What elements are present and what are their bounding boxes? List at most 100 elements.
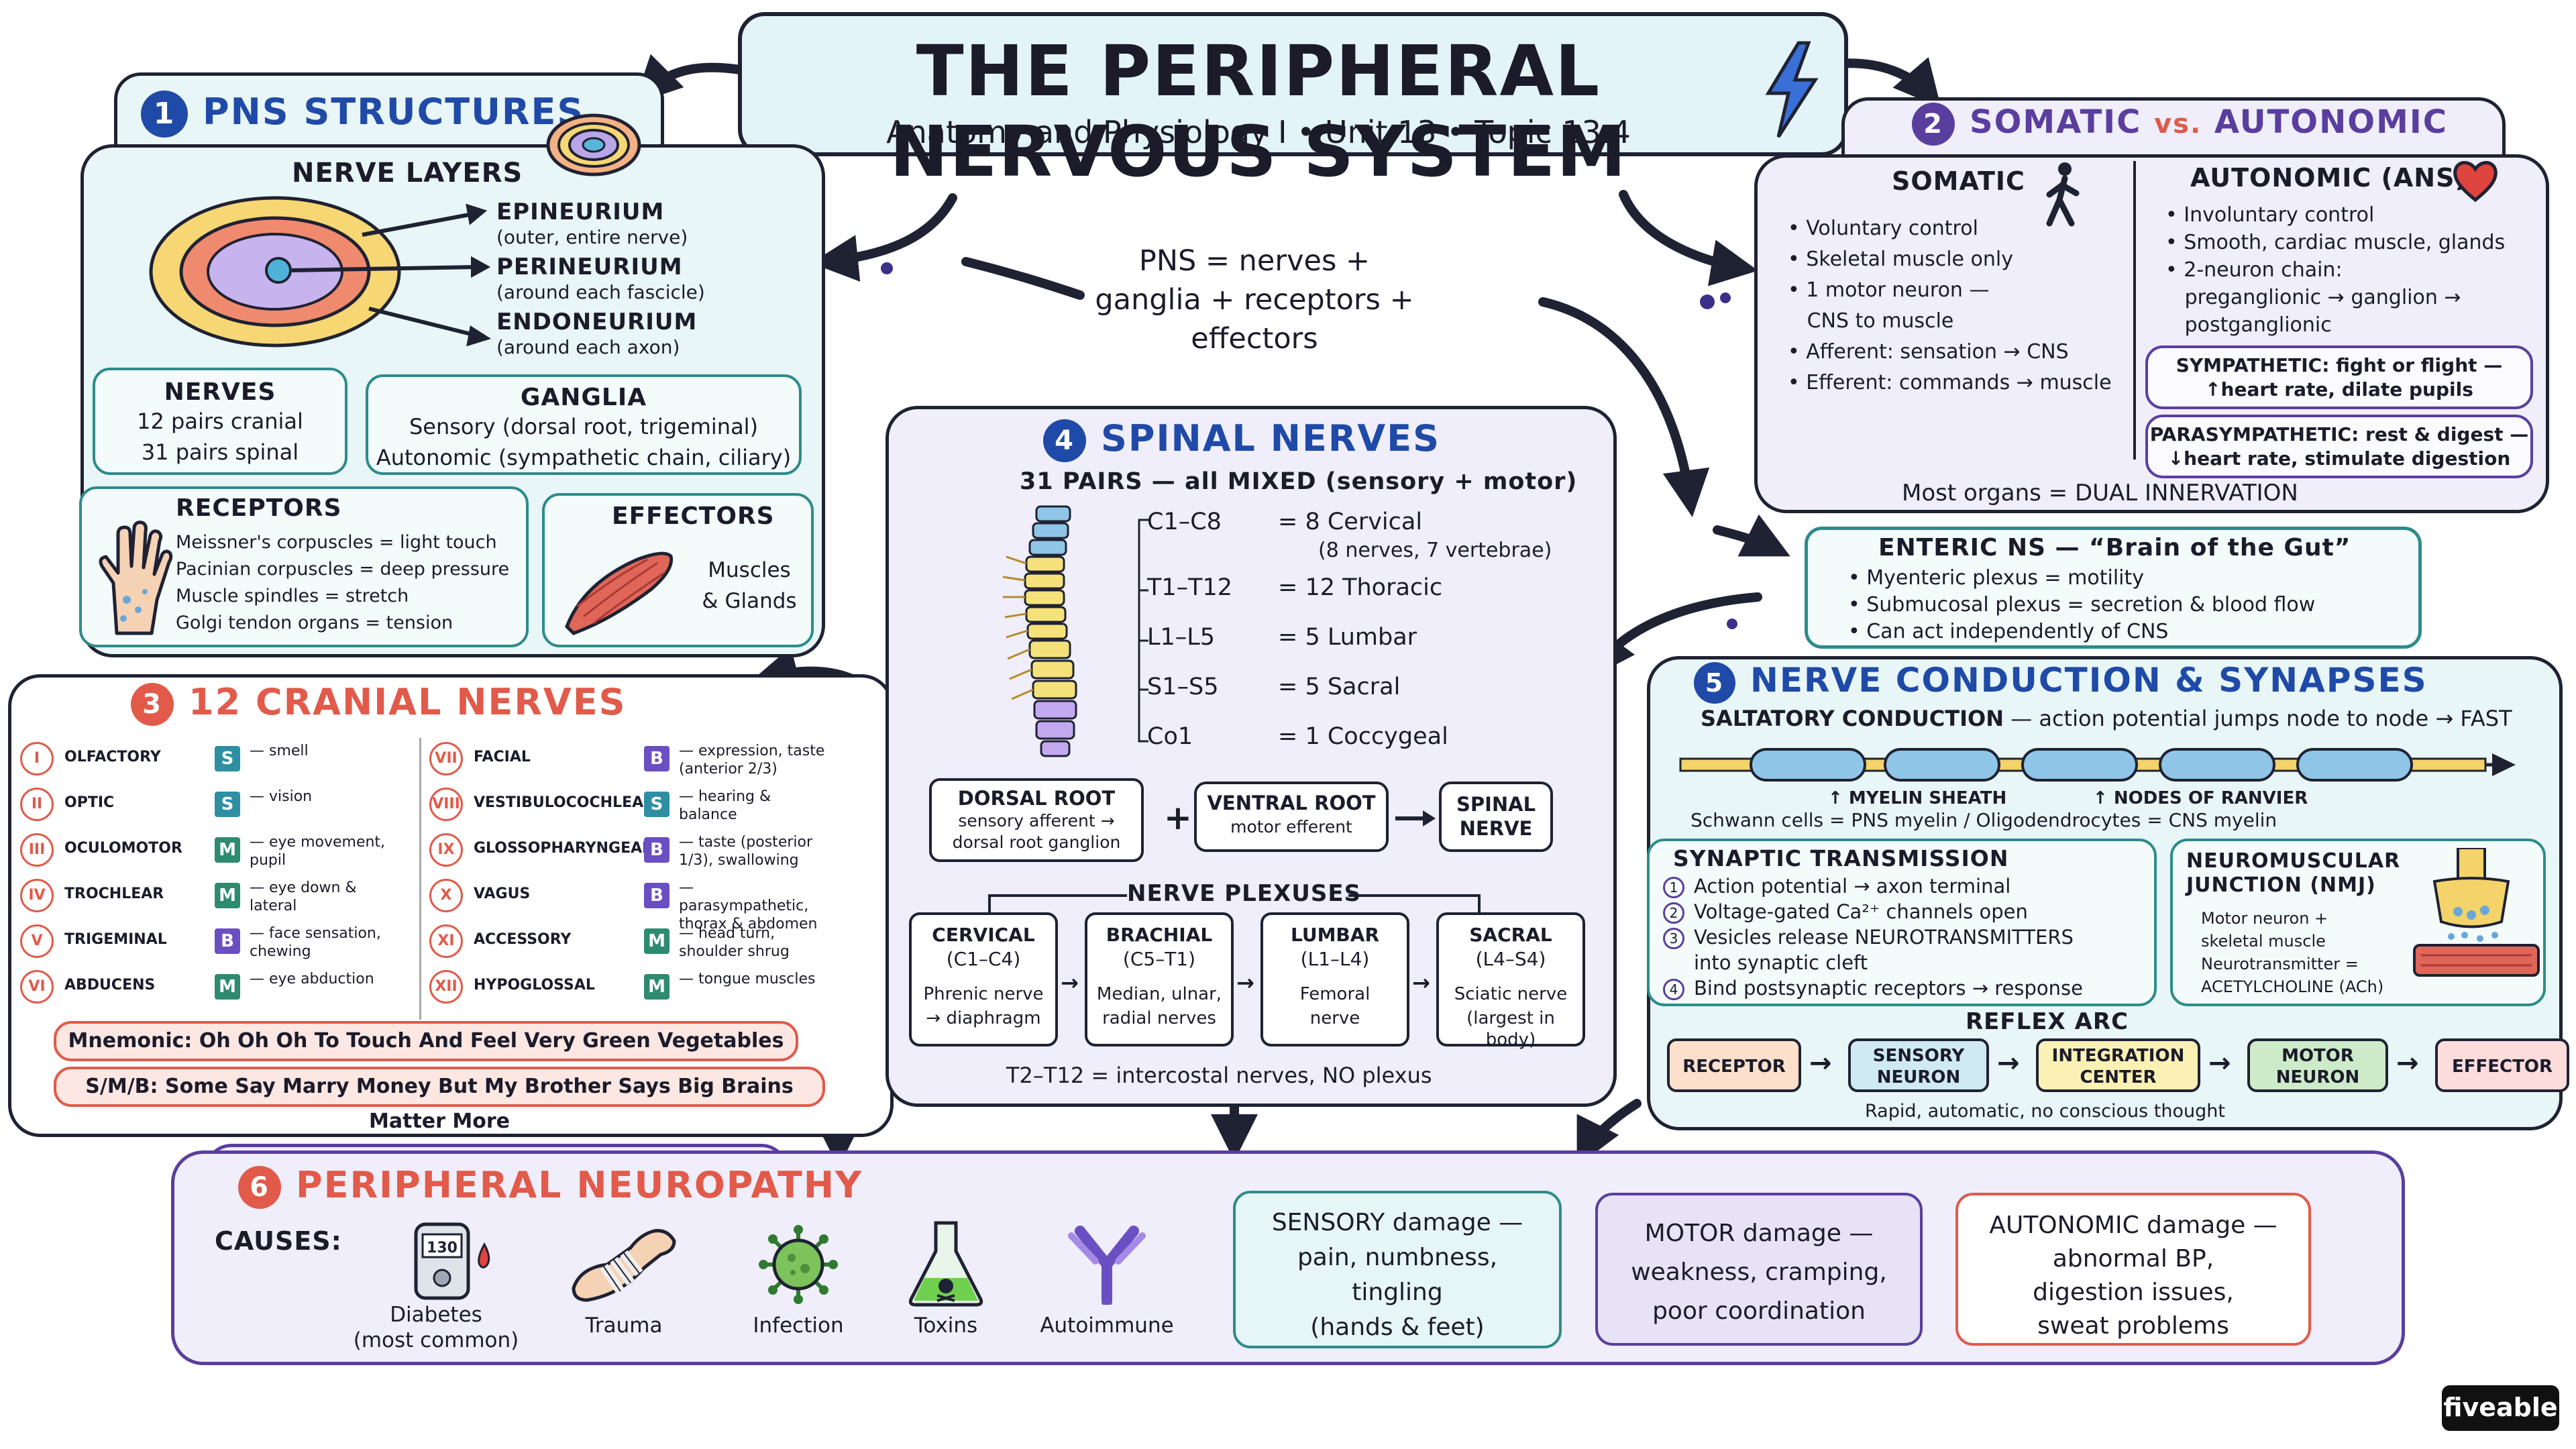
ganglia-box: GANGLIA Sensory (dorsal root, trigeminal… (366, 374, 802, 475)
sympathetic-box: SYMPATHETIC: fight or flight — ↑heart ra… (2145, 345, 2533, 409)
cranial-nerve-function: — expression, taste (anterior 2/3) (679, 743, 825, 777)
muscle-icon (565, 551, 674, 635)
ventral-root-box: VENTRAL ROOT motor efferent (1194, 782, 1389, 852)
flask-icon (908, 1221, 983, 1307)
region-bracket (1138, 519, 1148, 743)
cranial-nerve-name: VAGUS (474, 885, 531, 902)
reflex-step-label: EFFECTOR (2452, 1057, 2553, 1077)
step-number: 3 (1663, 928, 1684, 949)
parasympathetic-box: PARASYMPATHETIC: rest & digest — ↓heart … (2145, 415, 2533, 478)
cranial-nerve-function: — eye down & lateral (250, 879, 357, 914)
cranial-nerve-function: — tongue muscles (679, 971, 816, 987)
function-tag: S (215, 746, 240, 771)
dorsal-root-box: DORSAL ROOT sensory afferent → dorsal ro… (929, 778, 1144, 862)
cranial-nerve-name: ABDUCENS (64, 977, 156, 994)
receptor-meissner: Meissner's corpuscles = light touch (176, 532, 497, 553)
reflex-note: Rapid, automatic, no conscious thought (1865, 1101, 2225, 1122)
function-tag: M (644, 974, 669, 1000)
pns-definition: PNS = nerves + ganglia + receptors + eff… (1095, 244, 1414, 356)
plexus-nerve: Median, ulnar, (1096, 984, 1222, 1004)
myelinated-axon-diagram (1679, 748, 2516, 782)
plexus-arrow: → (1061, 970, 1079, 996)
plexus-name: BRACHIAL (1106, 924, 1213, 946)
reflex-step-sublabel: NEURON (2275, 1067, 2360, 1087)
dual-innervation-note: Most organs = DUAL INNERVATION (1902, 480, 2298, 506)
reflex-step-label: INTEGRATION (2051, 1046, 2185, 1066)
nodes-label: ↑ NODES OF RANVIER (2093, 788, 2308, 808)
autonomic-damage-box: AUTONOMIC damage —abnormal BP,digestion … (1955, 1193, 2311, 1346)
plus-sign: + (1164, 798, 1193, 837)
plexus-row: CERVICAL(C1–C4)Phrenic nerve→ diaphragm→… (906, 912, 1610, 1050)
roman-numeral: V (20, 924, 54, 958)
nerves-box: NERVES 12 pairs cranial 31 pairs spinal (93, 368, 347, 475)
nerve-layers-title: NERVE LAYERS (292, 158, 523, 189)
layer-perineurium: PERINEURIUM (around each fascicle) (496, 254, 705, 303)
plexus-target: → diaphragm (926, 1008, 1041, 1028)
function-tag: M (644, 928, 669, 954)
somatic-list: • Voluntary control • Skeletal muscle on… (1788, 217, 2112, 394)
cranial-nerve-function: — hearing & balance (679, 788, 771, 823)
page-subtitle: Anatomy and Physiology I • Unit 13 • Top… (886, 114, 1631, 150)
plexus-card: SACRAL(L4–S4)Sciatic nerve(largest in bo… (1436, 912, 1585, 1050)
cranial-nerve-function: — face sensation, chewing (250, 925, 381, 960)
reflex-arc-title: REFLEX ARC (1966, 1008, 2129, 1035)
reflex-arrow: → (2396, 1048, 2419, 1079)
reflex-step: RECEPTOR (1667, 1038, 1801, 1092)
root-arrow (1395, 810, 1436, 826)
receptors-box: RECEPTORS Meissner's corpuscles = light … (79, 486, 529, 647)
plexus-card: CERVICAL(C1–C4)Phrenic nerve→ diaphragm (909, 912, 1058, 1046)
function-tag: B (215, 928, 240, 954)
brand-logo: fiveable (2442, 1385, 2559, 1431)
antibody-icon (1068, 1226, 1146, 1305)
plexus-arrow: → (1236, 970, 1254, 996)
mnemonic-smb: S/M/B: Some Say Marry Money But My Broth… (54, 1067, 825, 1133)
autonomic-title: AUTONOMIC (ANS) (2190, 163, 2467, 193)
function-tag: S (215, 792, 240, 817)
plexus-name: SACRAL (1469, 924, 1552, 946)
plexus-name: CERVICAL (932, 924, 1035, 946)
bandaged-arm-icon (572, 1229, 676, 1302)
spine-icon (1002, 505, 1077, 757)
roman-numeral: III (20, 833, 54, 867)
step-number: 4 (1663, 979, 1684, 1000)
function-tag: S (644, 792, 669, 817)
roman-numeral: IX (429, 833, 463, 867)
enteric-box: ENTERIC NS — “Brain of the Gut” • Myente… (1805, 527, 2422, 649)
intercostal-note: T2–T12 = intercostal nerves, NO plexus (1006, 1063, 1432, 1088)
reflex-arrow: → (2208, 1048, 2231, 1079)
header-banner: THE PERIPHERAL NERVOUS SYSTEM Anatomy an… (738, 12, 1848, 192)
function-tag: B (644, 746, 669, 771)
reflex-step-sublabel: CENTER (2080, 1067, 2157, 1087)
cranial-nerve-function: — smell (250, 743, 309, 759)
roman-numeral: VI (20, 970, 54, 1004)
plexus-target: nerve (1309, 1008, 1360, 1028)
cranial-nerve-name: VESTIBULOCOCHLEAR (474, 794, 655, 811)
plexus-nerve: Phrenic nerve (923, 984, 1044, 1004)
cranial-nerve-name: TROCHLEAR (64, 885, 164, 902)
cause-trauma: Trauma (550, 1218, 698, 1365)
cause-infection: Infection (731, 1218, 865, 1365)
reflex-step-label: MOTOR (2282, 1046, 2354, 1066)
svg-text:130: 130 (427, 1240, 458, 1256)
nmj-icon (2413, 848, 2540, 977)
plexus-range: (L1–L4) (1300, 948, 1370, 970)
sensory-damage-box: SENSORY damage —pain, numbness,tingling(… (1233, 1191, 1562, 1348)
step-number: 1 (1663, 877, 1684, 898)
causes-label: CAUSES: (215, 1226, 342, 1256)
nerve-cross-section-icon (546, 113, 641, 176)
